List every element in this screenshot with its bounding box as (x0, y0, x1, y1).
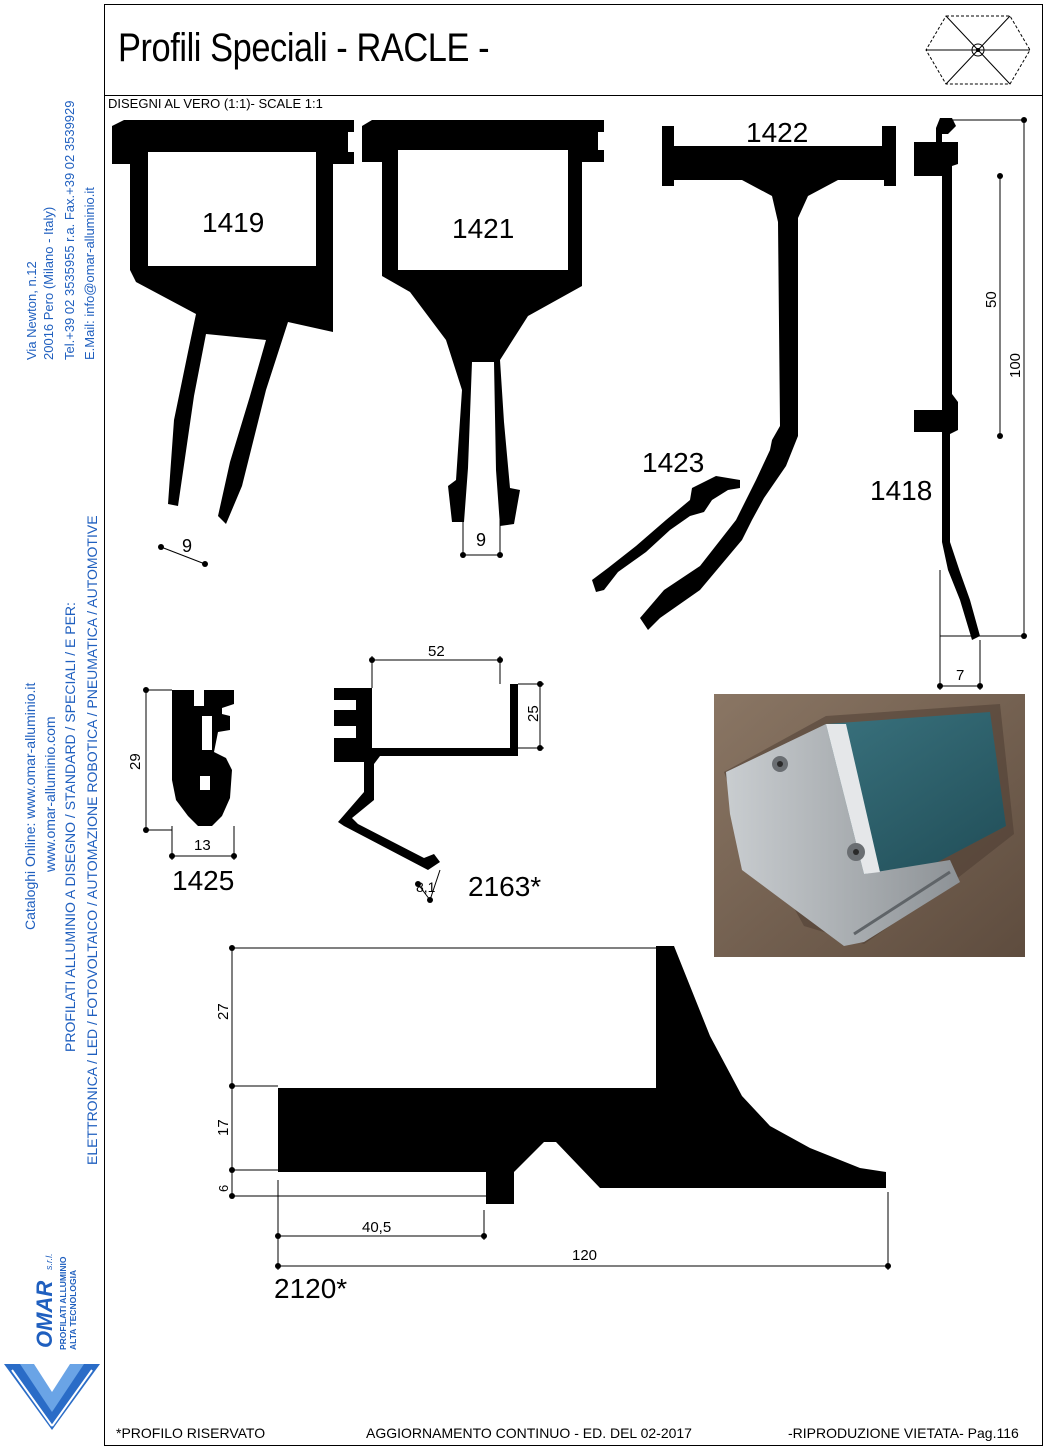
profile-2120-shape (278, 946, 886, 1204)
profile-2163-code: 2163* (468, 871, 541, 902)
dim-2120-27: 27 (215, 1003, 232, 1020)
dim-2120-6: 6 (216, 1185, 231, 1192)
profile-1421-shape (362, 120, 604, 526)
dim-1418-100: 100 (1007, 353, 1024, 378)
profile-1422-shape (640, 126, 896, 630)
sidebar: Via Newton, n.12 20016 Pero (Milano - It… (0, 0, 104, 1456)
dim-1418-50: 50 (983, 291, 1000, 308)
profile-1419-shape (112, 120, 354, 524)
profile-1418-code: 1418 (870, 475, 932, 506)
dim-2120-40-5: 40,5 (362, 1219, 391, 1236)
dim-2120-120: 120 (572, 1247, 597, 1264)
footer-edition: AGGIORNAMENTO CONTINUO - ED. DEL 02-2017 (366, 1425, 692, 1441)
profile-1425-code: 1425 (172, 865, 234, 896)
profile-1418-shape (914, 118, 980, 640)
profile-2120-code: 2120* (274, 1273, 347, 1304)
footer-reserved-note: *PROFILO RISERVATO (116, 1425, 266, 1441)
title-bar (104, 4, 1043, 96)
dim-2120-17: 17 (215, 1119, 232, 1136)
dim-1419-width: 9 (182, 536, 192, 556)
squeegee-photo-illustration (714, 694, 1025, 957)
dim-1421-width: 9 (476, 530, 486, 550)
profile-2163-shape (334, 684, 518, 870)
profile-1423-shape (592, 476, 740, 592)
dim-1425-13: 13 (194, 837, 211, 854)
profile-1423-code: 1423 (642, 447, 704, 478)
profile-1422-code: 1422 (746, 117, 808, 148)
omar-logo-icon (4, 1364, 100, 1430)
dim-1425-29: 29 (127, 753, 144, 770)
profile-1419-code: 1419 (202, 207, 264, 238)
footer-page-number: -RIPRODUZIONE VIETATA- Pag.116 (788, 1425, 1019, 1441)
page-frame (104, 4, 1043, 1446)
dim-2163-25: 25 (525, 705, 542, 722)
product-photo (714, 694, 1025, 957)
page-title: Profili Speciali - RACLE - (118, 26, 490, 70)
dim-1418-7: 7 (956, 667, 964, 684)
profile-1425-shape (172, 690, 234, 826)
dim-2163-52: 52 (428, 643, 445, 660)
profile-1421-code: 1421 (452, 213, 514, 244)
dim-2163-8-1: 8,1 (416, 879, 436, 895)
scale-note: DISEGNI AL VERO (1:1)- SCALE 1:1 (108, 96, 323, 111)
hexagon-emblem-icon (925, 15, 1031, 85)
